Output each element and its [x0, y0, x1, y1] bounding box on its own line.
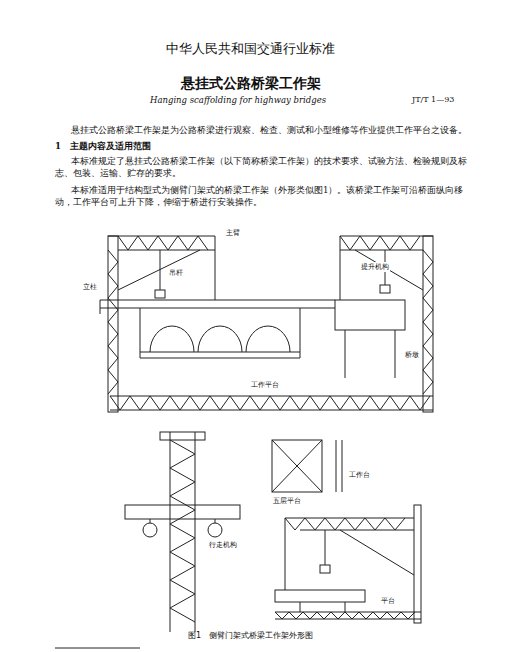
- part-label: 行走机构: [208, 540, 238, 550]
- truss-web: [170, 440, 195, 622]
- truss-web: [118, 236, 208, 250]
- body-paragraph: 本标准规定了悬挂式公路桥梁工作架（以下简称桥梁工作架）的技术要求、试验方法、检验…: [55, 155, 475, 180]
- truss-web: [110, 396, 430, 410]
- truss-web: [108, 250, 118, 394]
- part-label: 立柱: [82, 282, 98, 292]
- part-label: 桥墩: [404, 350, 420, 360]
- part-label: 主臂: [225, 228, 241, 238]
- section-heading: 1 主题内容及适用范围: [55, 140, 475, 152]
- figure-caption: 图1 侧臂门架式桥梁工作架外形图: [0, 630, 505, 642]
- truss-web: [275, 612, 415, 619]
- document-title: 悬挂式公路桥梁工作架: [0, 73, 505, 93]
- part-label: 工作平台: [250, 380, 280, 390]
- body-paragraph: 本标准适用于结构型式为侧臂门架式的桥梁工作架（外形类似图1）。该桥梁工作架可沿桥…: [55, 184, 475, 209]
- part-label: 吊杆: [168, 268, 184, 278]
- part-label: 五层平台: [272, 496, 302, 506]
- standard-header: 中华人民共和国交通行业标准: [0, 40, 505, 59]
- truss-web: [285, 518, 405, 530]
- body-paragraph: 悬挂式公路桥梁工作架是为公路桥梁进行观察、检查、测试和小型维修等作业提供工作平台…: [55, 124, 475, 136]
- english-title: Hanging scaffolding for highway bridges: [150, 94, 326, 106]
- truss-web: [340, 236, 420, 250]
- part-label: 工作台: [348, 470, 371, 480]
- part-label: 平台: [380, 596, 396, 606]
- part-label: 提升机构: [360, 262, 390, 272]
- truss-web: [423, 250, 433, 394]
- standard-code: JT/T 1—93: [412, 94, 454, 106]
